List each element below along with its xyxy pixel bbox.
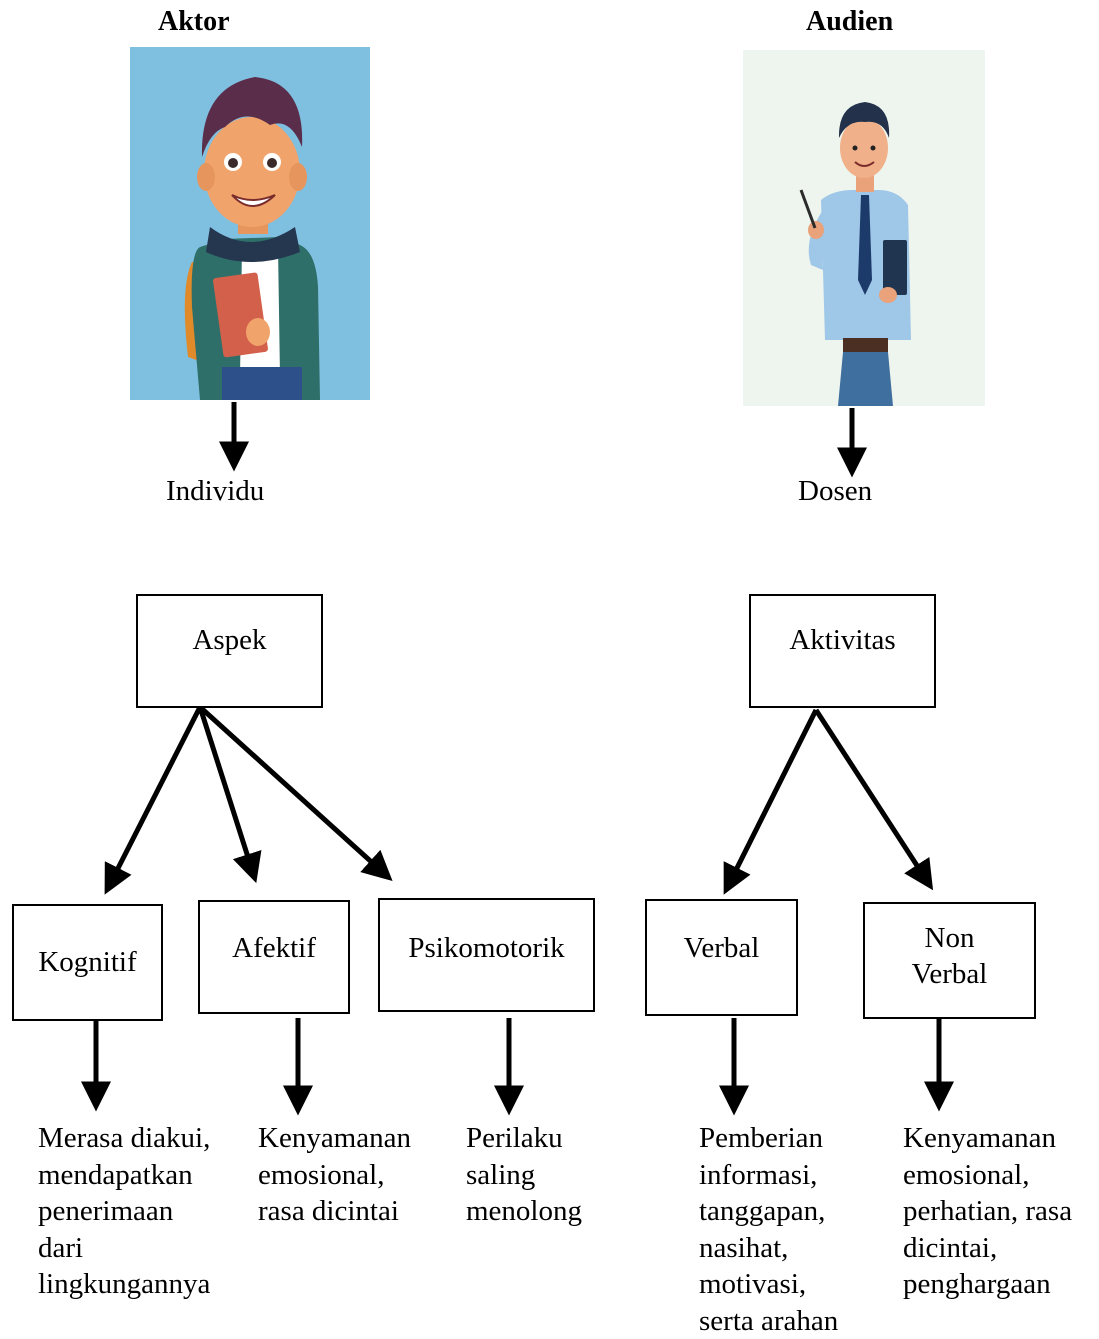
nonverbal-desc-line: dicintai, <box>903 1230 1072 1267</box>
kognitif-desc-line: penerimaan <box>38 1193 210 1230</box>
nonverbal-box: Non Verbal <box>863 902 1036 1019</box>
kognitif-box: Kognitif <box>12 904 163 1021</box>
verbal-desc-line: informasi, <box>699 1157 838 1194</box>
psikomotorik-box: Psikomotorik <box>378 898 595 1012</box>
arrow-aspek-to-kognitif <box>108 707 200 888</box>
nonverbal-desc-line: emosional, <box>903 1157 1072 1194</box>
actor-result-label: Individu <box>166 474 264 509</box>
afektif-desc-line: emosional, <box>258 1157 411 1194</box>
nonverbal-desc-line: perhatian, rasa <box>903 1193 1072 1230</box>
aspek-label: Aspek <box>192 622 266 658</box>
arrow-aktivitas-to-verbal <box>727 710 816 888</box>
afektif-desc-line: Kenyamanan <box>258 1120 411 1157</box>
arrow-aktivitas-to-nonverbal <box>816 710 929 884</box>
audience-result-label: Dosen <box>798 474 872 509</box>
nonverbal-description: Kenyamanan emosional, perhatian, rasa di… <box>903 1120 1072 1303</box>
psikomotorik-desc-line: menolong <box>466 1193 582 1230</box>
kognitif-description: Merasa diakui, mendapatkan penerimaan da… <box>38 1120 210 1303</box>
afektif-box: Afektif <box>198 900 350 1014</box>
kognitif-desc-line: Merasa diakui, <box>38 1120 210 1157</box>
psikomotorik-desc-line: saling <box>466 1157 582 1194</box>
afektif-label: Afektif <box>232 930 316 966</box>
verbal-desc-line: Pemberian <box>699 1120 838 1157</box>
nonverbal-label-line-1: Non <box>925 920 975 956</box>
nonverbal-label-line-2: Verbal <box>912 956 988 992</box>
verbal-description: Pemberian informasi, tanggapan, nasihat,… <box>699 1120 838 1339</box>
verbal-box: Verbal <box>645 899 798 1016</box>
kognitif-label: Kognitif <box>38 944 136 980</box>
psikomotorik-desc-line: Perilaku <box>466 1120 582 1157</box>
kognitif-desc-line: dari <box>38 1230 210 1267</box>
nonverbal-desc-line: penghargaan <box>903 1266 1072 1303</box>
verbal-desc-line: tanggapan, <box>699 1193 838 1230</box>
psikomotorik-label: Psikomotorik <box>408 930 564 966</box>
verbal-label: Verbal <box>684 930 760 966</box>
psikomotorik-description: Perilaku saling menolong <box>466 1120 582 1230</box>
afektif-desc-line: rasa dicintai <box>258 1193 411 1230</box>
verbal-desc-line: nasihat, <box>699 1230 838 1267</box>
aktivitas-label: Aktivitas <box>789 622 895 658</box>
kognitif-desc-line: mendapatkan <box>38 1157 210 1194</box>
verbal-desc-line: motivasi, <box>699 1266 838 1303</box>
kognitif-desc-line: lingkungannya <box>38 1266 210 1303</box>
aktivitas-box: Aktivitas <box>749 594 936 708</box>
nonverbal-desc-line: Kenyamanan <box>903 1120 1072 1157</box>
afektif-description: Kenyamanan emosional, rasa dicintai <box>258 1120 411 1230</box>
aspek-box: Aspek <box>136 594 323 708</box>
